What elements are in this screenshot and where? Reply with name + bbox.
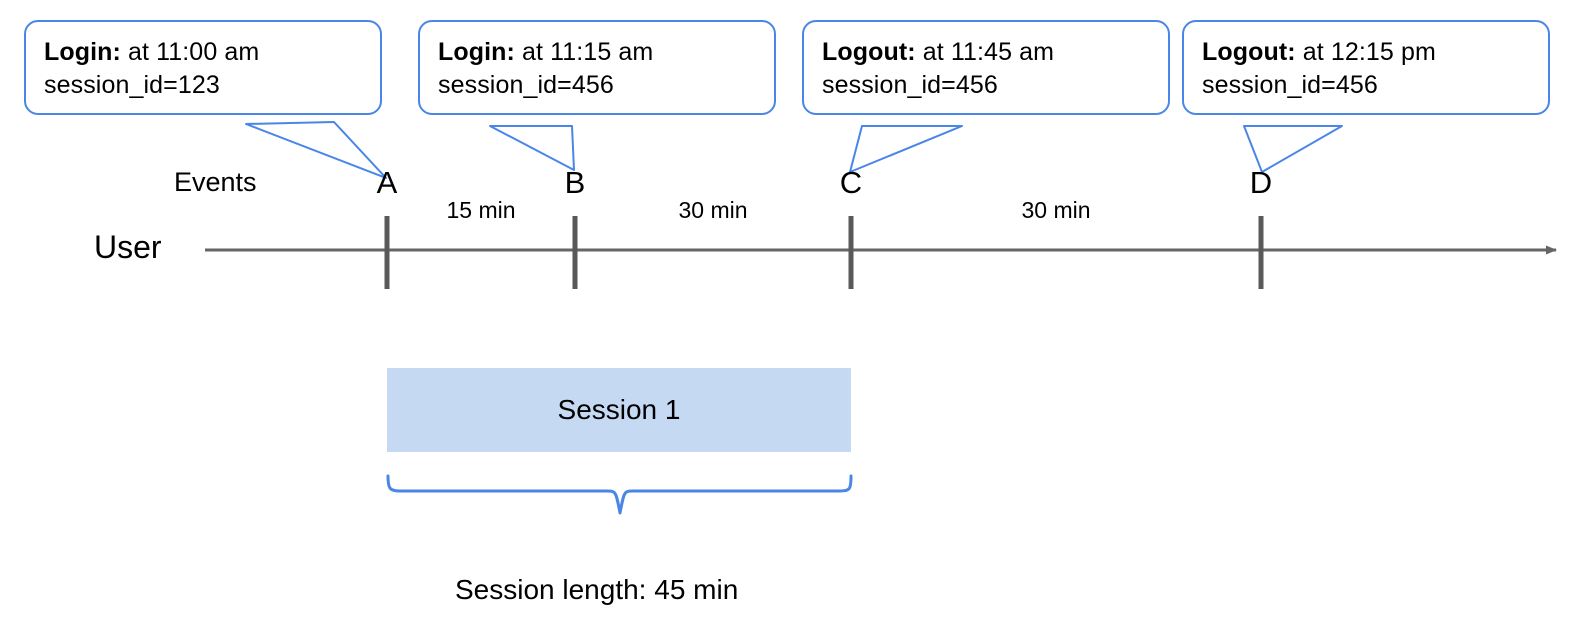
callout-a-event-time: at 11:00 am	[128, 38, 260, 66]
callout-c-line1: Logout: at 11:45 am	[822, 36, 1150, 69]
event-marker-d: D	[1249, 165, 1273, 200]
events-lane-label: Events	[174, 167, 257, 197]
interval-label-b-c: 30 min	[678, 197, 748, 223]
interval-label-a-b: 15 min	[446, 197, 516, 223]
session-bar-label: Session 1	[557, 394, 681, 425]
session-brace	[386, 474, 853, 515]
callout-c-session-id: session_id=456	[822, 70, 998, 99]
callout-event-c[interactable]: Logout: at 11:45 am session_id=456	[802, 20, 1170, 115]
callout-d-event-type: Logout:	[1202, 38, 1296, 66]
event-marker-c: C	[839, 165, 863, 200]
callout-a-session-id: session_id=123	[44, 70, 220, 99]
callout-tail-d	[1243, 125, 1343, 173]
callout-d-event-time: at 12:15 pm	[1302, 38, 1436, 66]
callout-event-b[interactable]: Login: at 11:15 am session_id=456	[418, 20, 776, 115]
callout-tail-b	[489, 125, 575, 171]
session-length-caption: Session length: 45 min	[455, 574, 739, 605]
callout-c-event-type: Logout:	[822, 38, 916, 66]
callout-tail-c	[849, 125, 963, 173]
callout-b-event-type: Login:	[438, 38, 515, 66]
interval-label-c-d: 30 min	[1021, 197, 1091, 223]
callout-c-event-time: at 11:45 am	[922, 38, 1055, 66]
callout-b-session-id: session_id=456	[438, 70, 614, 99]
callout-tail-a	[245, 121, 387, 179]
event-marker-a: A	[376, 165, 398, 200]
event-marker-b: B	[564, 165, 586, 200]
callout-b-event-time: at 11:15 am	[522, 38, 654, 66]
callout-event-d[interactable]: Logout: at 12:15 pm session_id=456	[1182, 20, 1550, 115]
callout-a-event-type: Login:	[44, 38, 121, 66]
callout-event-a[interactable]: Login: at 11:00 am session_id=123	[24, 20, 382, 115]
session-bar-session-1[interactable]: Session 1	[387, 368, 851, 452]
callout-a-line1: Login: at 11:00 am	[44, 36, 362, 69]
callout-d-line1: Logout: at 12:15 pm	[1202, 36, 1530, 69]
user-lane-label: User	[94, 229, 162, 265]
callout-b-line1: Login: at 11:15 am	[438, 36, 756, 69]
callout-d-session-id: session_id=456	[1202, 70, 1378, 99]
